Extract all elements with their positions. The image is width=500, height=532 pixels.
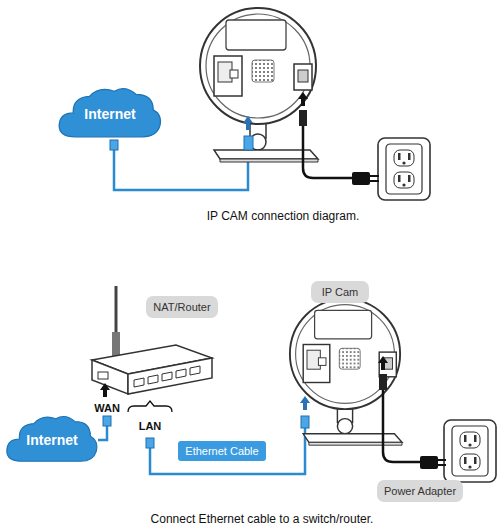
adapter-label-box: Power Adapter [377, 480, 463, 502]
caption: Connect Ethernet cable to a switch/route… [151, 512, 374, 526]
node-text: Power Adapter [384, 485, 456, 497]
cable-label-box: Ethernet Cable [178, 441, 265, 461]
camera-label-box: IP Cam [311, 281, 369, 303]
port-label: WAN [94, 402, 120, 414]
internet-cloud: Internet [56, 85, 164, 143]
node-text: IP Cam [322, 286, 358, 298]
node-text: Internet [84, 106, 135, 122]
caption: IP CAM connection diagram. [207, 209, 360, 223]
router-label-box: NAT/Router [146, 296, 217, 318]
node-text: Ethernet Cable [185, 445, 258, 457]
node-text: Internet [26, 432, 77, 448]
node-text: NAT/Router [153, 301, 210, 313]
internet-cloud: Internet [4, 413, 100, 467]
port-label: LAN [139, 420, 162, 432]
